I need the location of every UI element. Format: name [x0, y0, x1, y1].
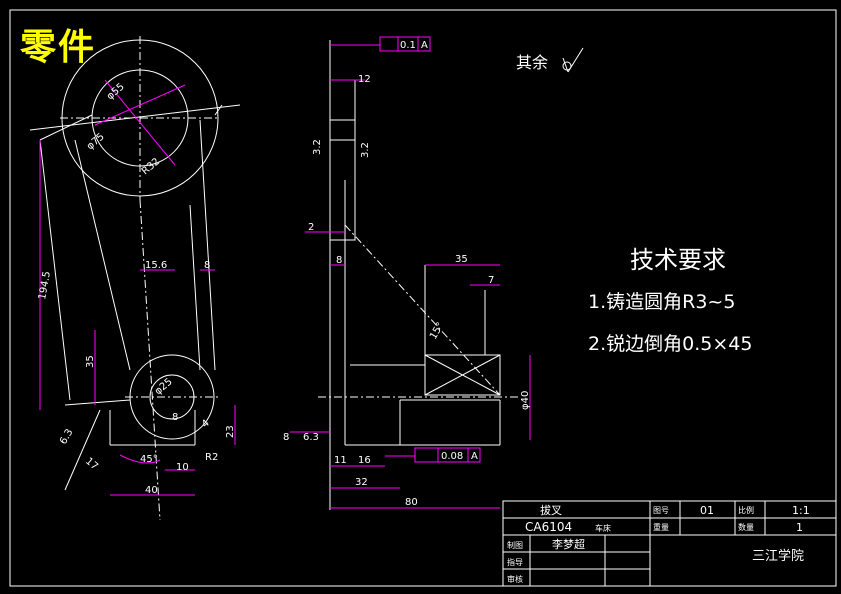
dim-2: 2: [308, 222, 314, 233]
school-name: 三江学院: [752, 548, 804, 564]
title-block-text: 拔叉 CA6104 车床 图号 01 比例 1:1 重量 数量 1 制图 李梦超…: [507, 503, 810, 584]
drawing-no-label: 图号: [653, 506, 669, 515]
side-dims: [290, 36, 531, 509]
dim-194-5: 194.5: [37, 270, 53, 300]
dim-32: 32: [355, 477, 368, 488]
dim-phi40: φ40: [520, 391, 531, 410]
dim-40: 40: [145, 485, 158, 496]
dim-15-6: 15.6: [145, 260, 167, 271]
dim-23: 23: [225, 425, 236, 438]
dim-80: 80: [405, 497, 418, 508]
dim-15deg: 15°: [428, 321, 446, 342]
tech-heading: 技术要求: [630, 246, 726, 274]
dim-35-side: 35: [455, 254, 468, 265]
drawing-no: 01: [700, 504, 714, 517]
qty-value: 1: [796, 521, 803, 534]
dim-4: 4: [200, 418, 212, 431]
dim-45deg: 45°: [140, 454, 158, 465]
dim-35-front: 35: [85, 355, 96, 368]
title-block: [502, 500, 837, 587]
dim-phi25: φ25: [153, 376, 175, 397]
tech-item-2: 2.锐边倒角0.5×45: [588, 333, 752, 355]
side-dim-labels: 0.1 A 12 2 8 35 7 15° φ40 8 11 16 0.08 A…: [283, 40, 531, 508]
dim-r32: R32: [140, 156, 162, 177]
qty-label: 数量: [738, 522, 754, 532]
rough-side-3: 6.3: [303, 432, 319, 443]
tol-perp-value: 0.08: [441, 451, 463, 462]
rough-side-1: 3.2: [312, 139, 323, 155]
tol-flat-value: 0.1: [400, 40, 416, 51]
tol-perp-datum: A: [471, 451, 478, 462]
dim-8-fork: 8: [172, 412, 178, 423]
drawing-title: 零件: [20, 26, 97, 68]
tech-item-1: 1.铸造圆角R3~5: [588, 291, 735, 313]
dim-r2: R2: [205, 452, 218, 463]
front-view: [29, 36, 241, 521]
guide-label: 指导: [507, 557, 523, 567]
part-name: 拔叉: [540, 503, 562, 517]
weight-label: 重量: [653, 522, 669, 532]
dim-11: 11: [334, 455, 347, 466]
model-number: CA6104: [525, 520, 572, 534]
front-dim-labels: φ55 φ75 R32 φ25 194.5 15.6 8 35 23 4 8 1…: [37, 81, 236, 496]
surface-note: 其余: [516, 53, 548, 72]
model-suffix: 车床: [595, 523, 611, 533]
designer-label: 制图: [507, 540, 523, 550]
tol-flat-datum: A: [421, 40, 428, 51]
dim-8-front: 8: [204, 260, 210, 271]
surface-roughness-icon: [562, 47, 584, 73]
scale-value: 1:1: [792, 504, 810, 517]
dim-16: 16: [358, 455, 371, 466]
rough-side-2: 3.2: [360, 142, 371, 158]
dim-rough-front-1: 6.3: [58, 427, 75, 446]
designer-name: 李梦超: [552, 537, 585, 551]
dim-8-side: 8: [336, 255, 342, 266]
dim-8-bottom: 8: [283, 432, 289, 443]
dim-17: 17: [83, 456, 100, 473]
scale-label: 比例: [738, 505, 754, 515]
dim-12: 12: [358, 74, 371, 85]
front-dims: [39, 79, 236, 496]
dim-7: 7: [488, 275, 494, 286]
dim-10: 10: [176, 462, 189, 473]
review-label: 审核: [507, 574, 523, 584]
drawing-border: [9, 9, 837, 587]
